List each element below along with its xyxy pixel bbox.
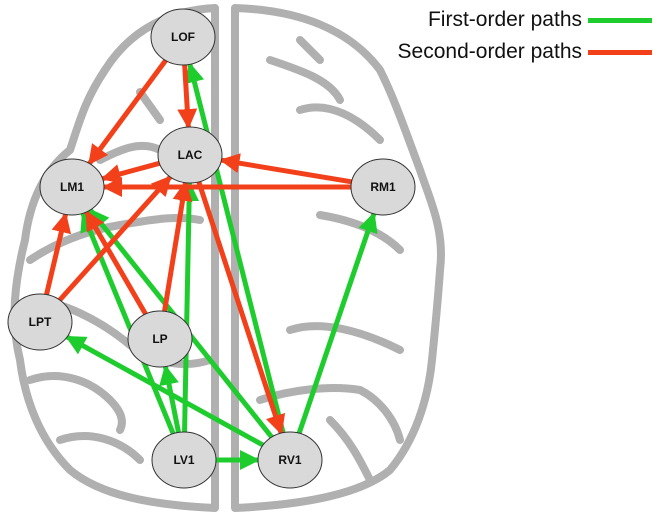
edge-lv1-to-lm1: [80, 211, 176, 435]
node-ellipse: [127, 310, 193, 368]
brain-outline: [10, 4, 445, 512]
node-ellipse: [257, 431, 323, 489]
edge-lac-to-rv1: [196, 181, 286, 435]
legend-first-order-label: First-order paths: [427, 8, 582, 31]
edge-lac-to-lm1: [100, 160, 161, 184]
legend-second-order-label: Second-order paths: [397, 40, 582, 63]
edges-layer: [44, 59, 378, 470]
node-lm1: LM1: [39, 158, 105, 216]
node-ellipse: [151, 431, 217, 489]
legend-first-order: First-order paths: [428, 8, 652, 32]
node-label: LOF: [171, 30, 195, 44]
legend-second-order-swatch: [588, 49, 652, 55]
node-lof: LOF: [150, 8, 216, 66]
edge-rm1-to-lac: [219, 153, 352, 185]
legend-first-order-swatch: [588, 17, 652, 23]
node-label: RM1: [370, 180, 396, 194]
node-lp: LP: [127, 310, 193, 368]
edge-lp-to-lm1: [84, 210, 148, 316]
node-label: LM1: [60, 180, 84, 194]
node-lpt: LPT: [7, 293, 73, 351]
node-label: RV1: [278, 453, 301, 467]
node-label: LP: [152, 332, 167, 346]
node-rv1: RV1: [257, 431, 323, 489]
edge-lof-to-lac: [177, 64, 198, 130]
edge-lpt-to-lm1: [44, 212, 72, 296]
node-ellipse: [39, 158, 105, 216]
node-lv1: LV1: [151, 431, 217, 489]
edge-lof-to-lm1: [87, 59, 168, 166]
node-label: LPT: [29, 315, 52, 329]
node-ellipse: [157, 126, 223, 184]
legend-second-order: Second-order paths: [398, 40, 652, 64]
node-ellipse: [350, 158, 416, 216]
node-label: LAC: [178, 148, 203, 162]
edge-lv1-to-lp: [159, 364, 181, 433]
node-label: LV1: [173, 453, 194, 467]
edge-rv1-to-rm1: [296, 211, 378, 434]
edge-lpt-to-lac: [57, 175, 173, 302]
edge-rv1-to-lof: [184, 62, 286, 434]
edge-lv1-to-lac: [179, 180, 200, 433]
edge-rv1-to-lpt: [65, 334, 265, 448]
node-ellipse: [150, 8, 216, 66]
edge-lp-to-lac: [162, 180, 193, 312]
node-lac: LAC: [157, 126, 223, 184]
node-ellipse: [7, 293, 73, 351]
node-rm1: RM1: [350, 158, 416, 216]
